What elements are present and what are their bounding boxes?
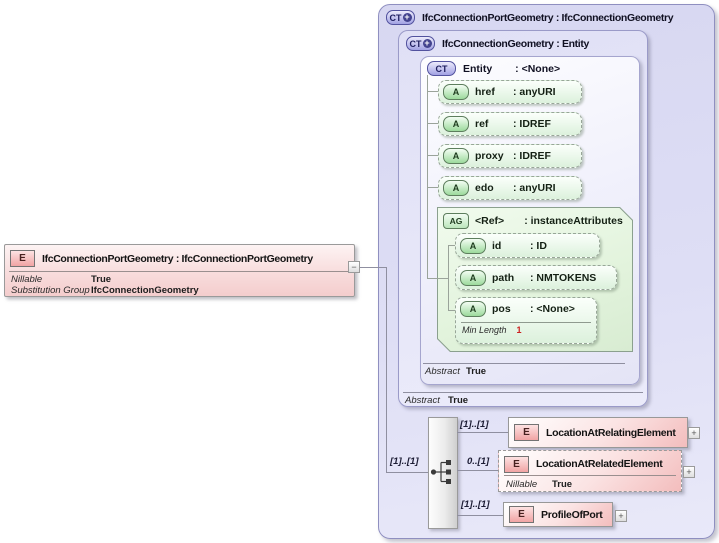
abstract-value: True	[466, 366, 487, 377]
attribute-type: : anyURI	[513, 86, 556, 98]
connector-line	[448, 245, 455, 246]
connector-line	[457, 432, 508, 433]
connector-line	[427, 278, 448, 279]
expand-icon[interactable]: +	[683, 466, 695, 478]
divider	[504, 475, 676, 476]
attribute-type: : NMTOKENS	[530, 271, 597, 284]
element-name: IfcConnectionPortGeometry : IfcConnectio…	[42, 252, 313, 265]
connector-line	[427, 155, 438, 156]
attribute-icon: A	[443, 180, 469, 196]
divider	[423, 363, 625, 364]
property-label: Substitution Group	[11, 285, 90, 296]
element-locationatrelatingelement[interactable]: E LocationAtRelatingElement	[508, 417, 688, 448]
element-locationatrelatedelement[interactable]: E LocationAtRelatedElement Nillable True	[498, 450, 682, 492]
attribute-name: pos	[492, 303, 511, 315]
divider	[403, 392, 643, 393]
element-name: ProfileOfPort	[541, 508, 603, 521]
attribute-type: : <None>	[530, 303, 575, 315]
attribute-id[interactable]: A id : ID	[455, 233, 600, 258]
attribute-icon: A	[443, 148, 469, 164]
divider	[9, 271, 350, 272]
connector-line	[360, 267, 386, 268]
element-ifcconnectionportgeometry-root[interactable]: E IfcConnectionPortGeometry : IfcConnect…	[4, 244, 355, 297]
attribute-name: href	[475, 86, 495, 98]
occurrence-label: 0..[1]	[467, 456, 490, 467]
type-name: Entity	[463, 62, 493, 75]
connector-line	[386, 472, 428, 473]
attribute-type: : anyURI	[513, 182, 556, 194]
occurrence-label: [1]..[1]	[460, 419, 489, 430]
connector-line	[386, 267, 387, 473]
element-icon: E	[509, 506, 534, 523]
complex-type-icon: CT+	[386, 10, 415, 25]
occurrence-label: [1]..[1]	[390, 456, 419, 467]
property-value: IfcConnectionGeometry	[91, 285, 199, 296]
facet-label: Min Length	[462, 325, 507, 335]
derived-plus-icon: +	[402, 12, 412, 22]
occurrence-label: [1]..[1]	[461, 499, 490, 510]
element-icon: E	[504, 455, 529, 473]
connector-line	[448, 245, 449, 310]
connector-line	[427, 123, 438, 124]
attribute-edo[interactable]: A edo : anyURI	[438, 176, 582, 200]
element-name: LocationAtRelatedElement	[536, 458, 663, 470]
attribute-name: proxy	[475, 150, 504, 162]
connector-line	[457, 470, 498, 471]
complex-type-icon: CT	[427, 61, 456, 76]
connector-line	[448, 310, 455, 311]
attribute-type: : IDREF	[513, 150, 551, 162]
connector-line	[427, 75, 428, 278]
element-profileofport[interactable]: E ProfileOfPort	[503, 502, 613, 527]
attribute-group-icon: AG	[443, 213, 469, 229]
type-base: : <None>	[515, 62, 561, 75]
attribute-ref[interactable]: A ref : IDREF	[438, 112, 582, 136]
property-label: Nillable	[506, 479, 538, 490]
complex-type-icon: CT+	[406, 36, 435, 51]
complextype-header: CT Entity : <None>	[421, 57, 639, 80]
attribute-group-name: <Ref>	[475, 215, 505, 227]
expand-icon[interactable]: +	[688, 427, 700, 439]
connector-line	[427, 187, 438, 188]
attribute-name: id	[492, 239, 502, 252]
complextype-header: CT+ IfcConnectionPortGeometry : IfcConne…	[379, 5, 714, 30]
abstract-label: Abstract	[425, 366, 460, 377]
abstract-label: Abstract	[405, 395, 440, 406]
property-value: True	[91, 274, 112, 285]
facet-value: 1	[516, 325, 522, 335]
complextype-title: IfcConnectionPortGeometry : IfcConnectio…	[422, 11, 674, 24]
element-icon: E	[10, 250, 35, 267]
attribute-name: ref	[475, 118, 489, 130]
attribute-name: edo	[475, 182, 494, 194]
connector-line	[427, 91, 438, 92]
attribute-icon: A	[460, 269, 486, 286]
attribute-href[interactable]: A href : anyURI	[438, 80, 582, 104]
attribute-type: : ID	[530, 239, 547, 252]
attribute-icon: A	[443, 84, 469, 100]
element-name: LocationAtRelatingElement	[546, 426, 676, 439]
complextype-header: CT+ IfcConnectionGeometry : Entity	[399, 31, 647, 56]
derived-plus-icon: +	[422, 38, 432, 48]
attribute-pos[interactable]: A pos : <None> Min Length 1	[455, 297, 597, 344]
connector-line	[457, 515, 503, 516]
expand-icon[interactable]: +	[615, 510, 627, 522]
complextype-title: IfcConnectionGeometry : Entity	[442, 37, 590, 50]
collapse-icon[interactable]: −	[348, 261, 360, 273]
attribute-group-type: : instanceAttributes	[524, 215, 623, 227]
property-value: True	[552, 479, 573, 490]
attribute-name: path	[492, 271, 515, 284]
attribute-icon: A	[443, 116, 469, 132]
divider	[461, 322, 591, 323]
sequence-icon	[430, 460, 451, 484]
attribute-type: : IDREF	[513, 118, 551, 130]
attribute-proxy[interactable]: A proxy : IDREF	[438, 144, 582, 168]
attribute-path[interactable]: A path : NMTOKENS	[455, 265, 617, 290]
abstract-value: True	[448, 395, 469, 406]
property-label: Nillable	[11, 274, 43, 285]
attribute-icon: A	[460, 237, 486, 254]
attribute-icon: A	[460, 301, 486, 317]
attribute-group-header: AG <Ref> : instanceAttributes	[438, 208, 632, 234]
element-icon: E	[514, 424, 539, 441]
